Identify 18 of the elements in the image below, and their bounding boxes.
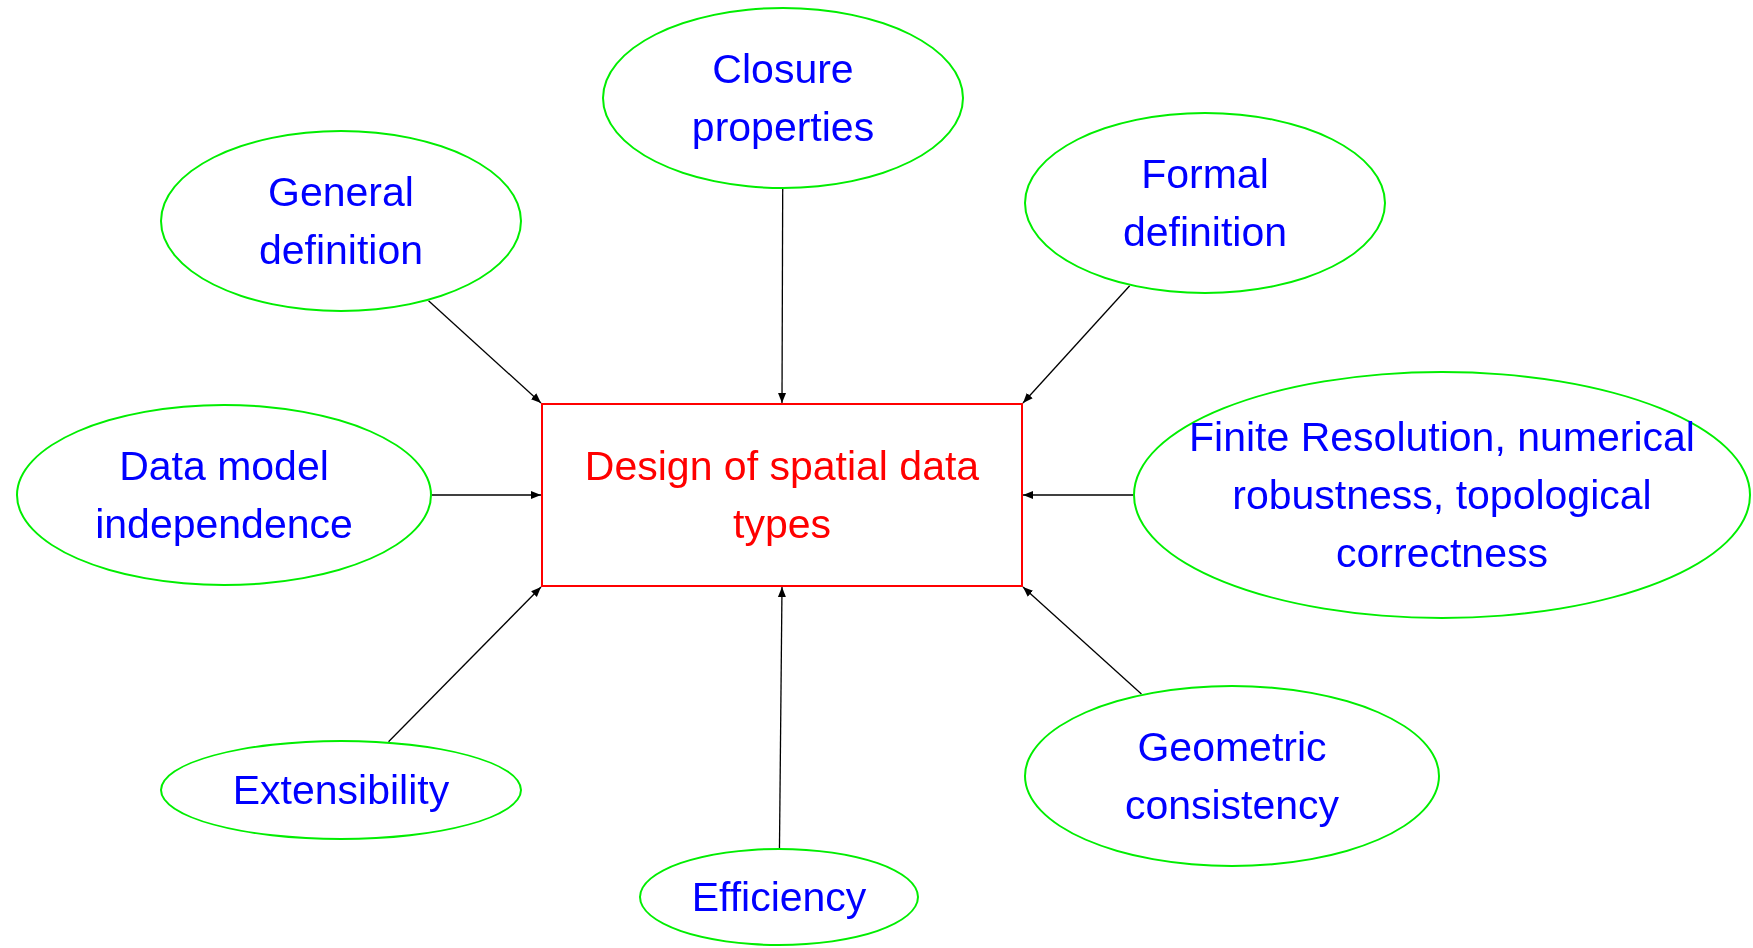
node-label: General definition: [257, 168, 425, 275]
node-label: Data model independence: [94, 442, 354, 549]
node-label: Design of spatial data types: [583, 442, 981, 549]
node-label: Geometric consistency: [1123, 723, 1341, 830]
arrow: [1022, 586, 1143, 695]
arrow: [1022, 491, 1134, 499]
arrow: [1022, 285, 1131, 404]
arrow: [431, 491, 542, 499]
arrow: [427, 300, 542, 404]
node-label: Finite Resolution, numerical robustness, topological correctness: [1188, 413, 1696, 578]
arrow: [777, 586, 786, 849]
node-label: Formal definition: [1121, 150, 1289, 257]
process-box: [541, 403, 1023, 587]
node-label: Efficiency: [691, 873, 867, 922]
arrow: [387, 586, 542, 743]
arrow: [778, 188, 787, 404]
node-label: Closure properties: [690, 45, 876, 152]
node-label: Extensibility: [232, 766, 450, 815]
